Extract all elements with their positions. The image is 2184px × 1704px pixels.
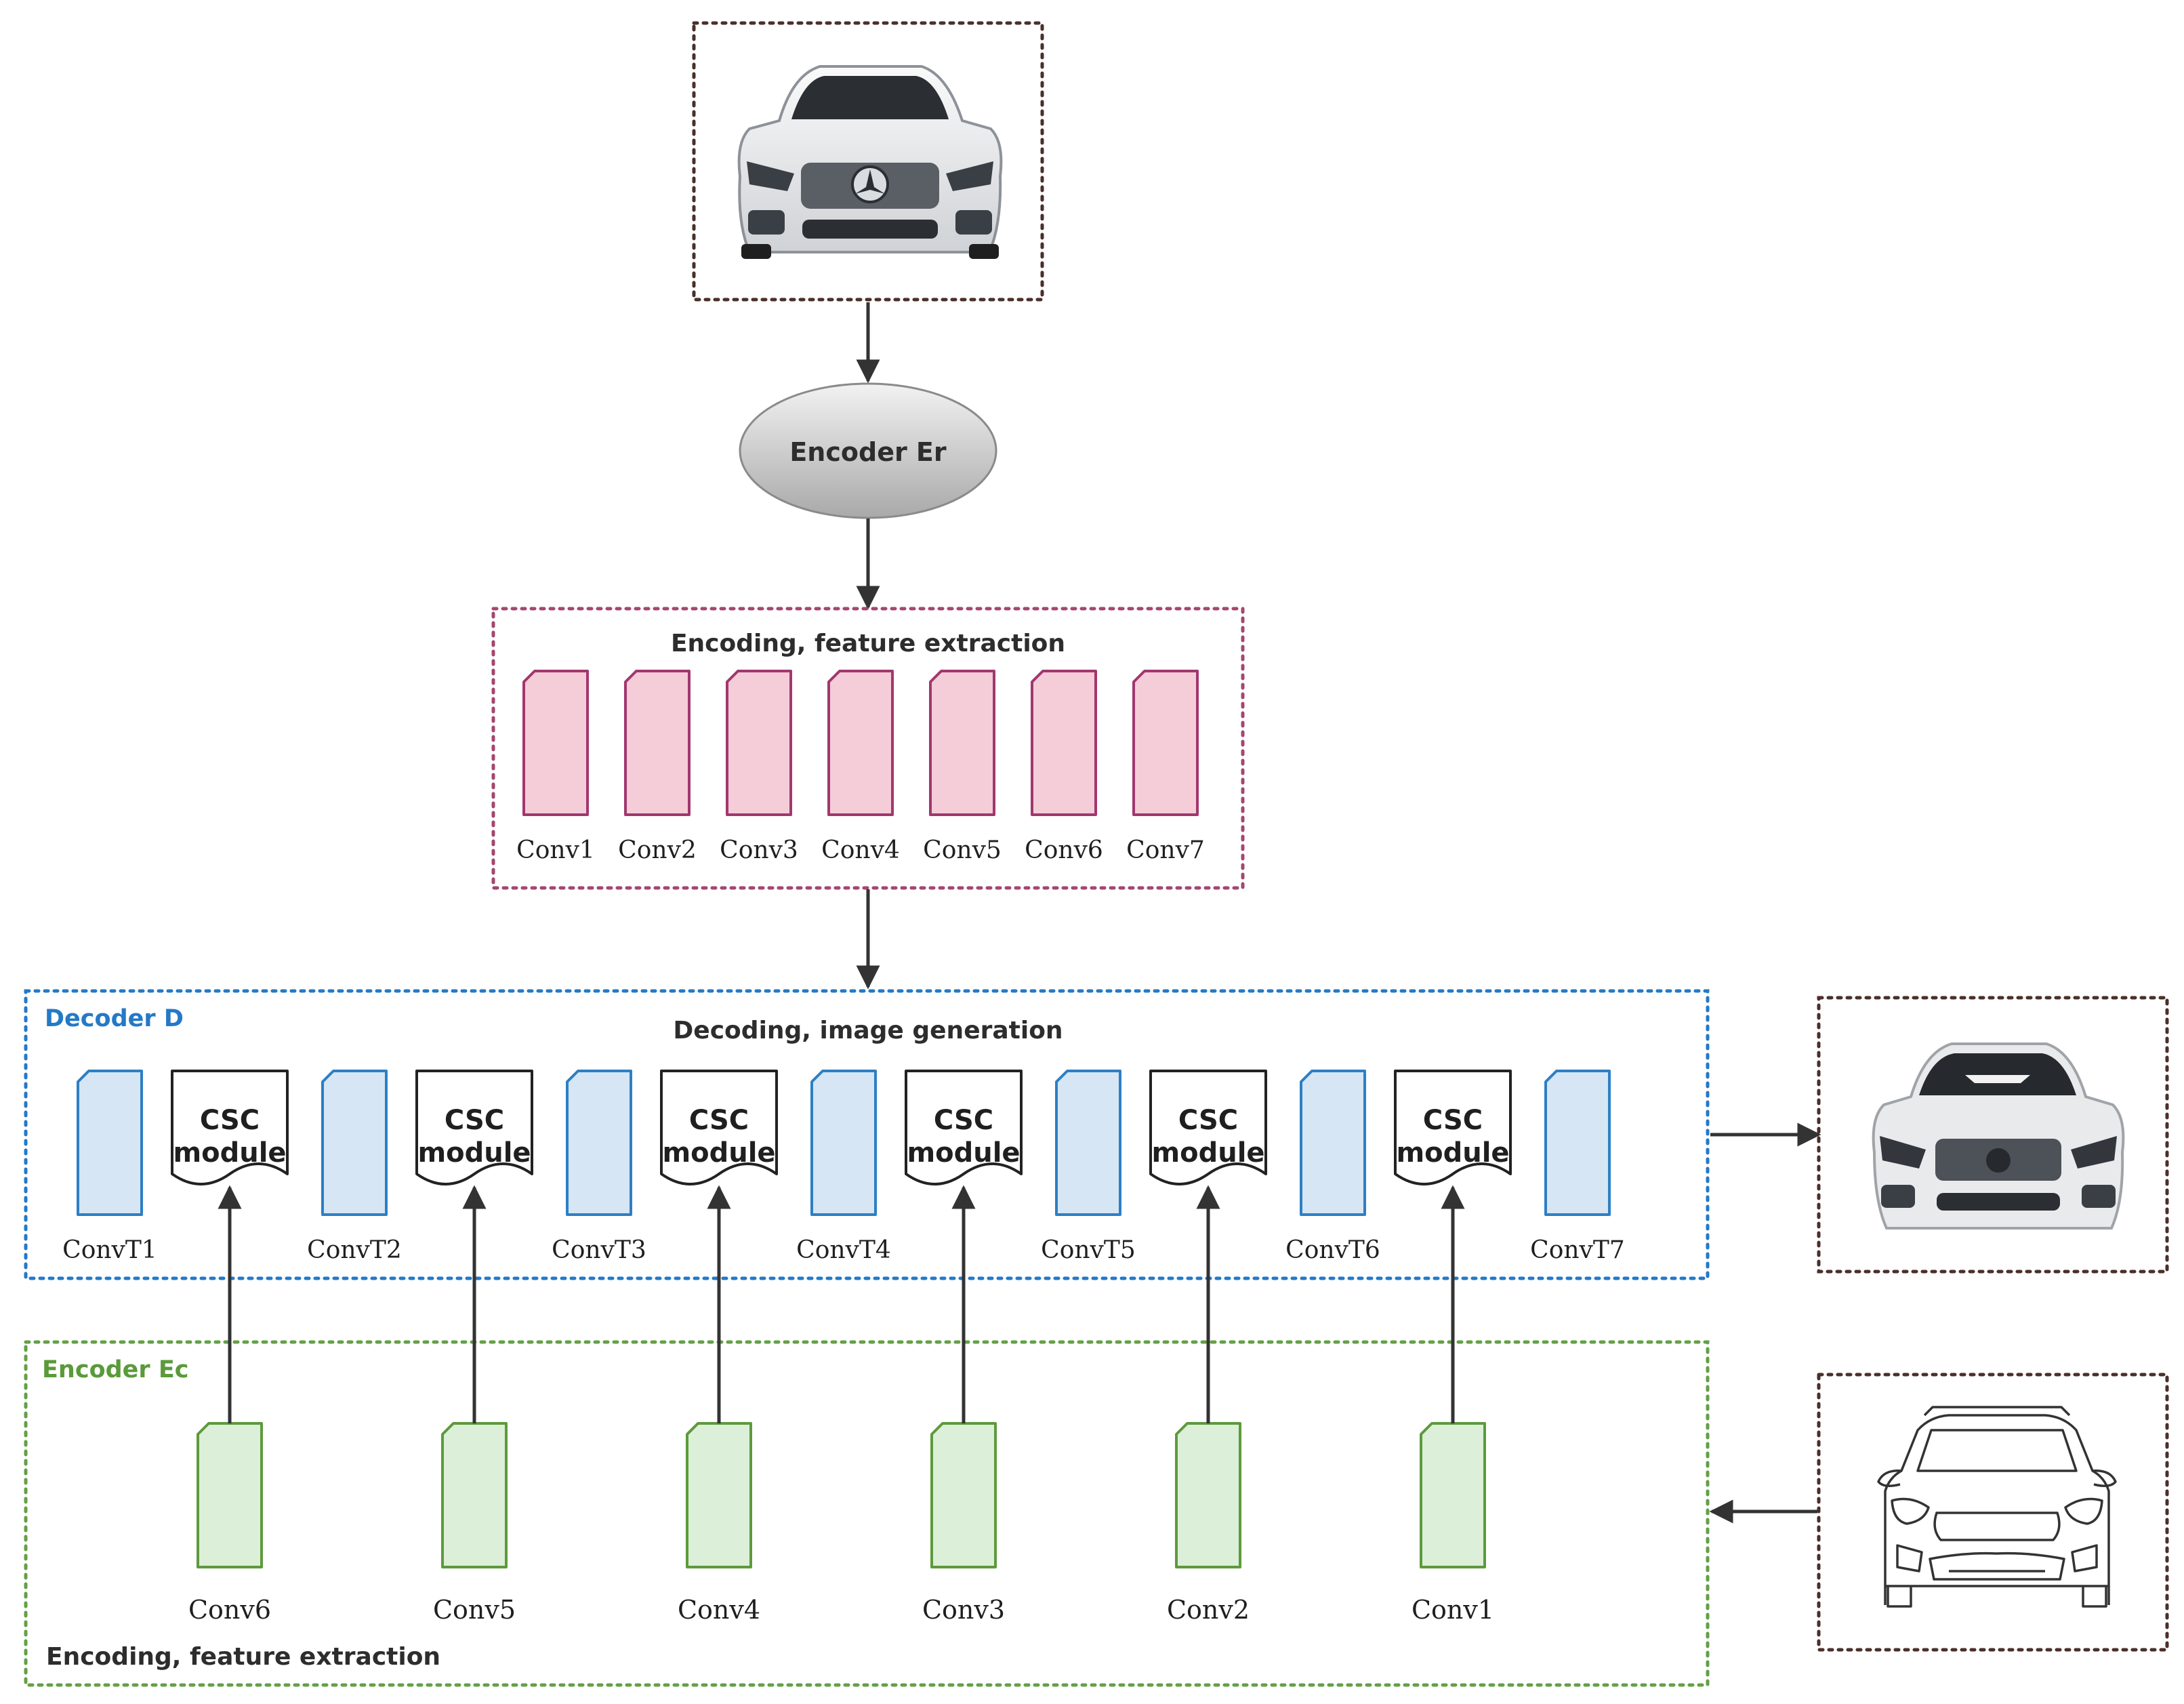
encoder-er-conv-card <box>726 670 792 816</box>
encoder-ec-conv-layers: Conv6 Conv5 Conv4 Conv3 Conv2 Conv1 <box>188 1422 1494 1625</box>
output-image-frame <box>1817 996 2169 1274</box>
encoder-ec-conv-card <box>686 1422 752 1568</box>
encoder-er-conv-label: Conv3 <box>720 836 798 864</box>
csc-module-shape <box>660 1070 778 1185</box>
csc-module-shape <box>171 1070 289 1185</box>
encoder-ec-conv-card <box>197 1422 263 1568</box>
csc-module-label-line1: CSC <box>689 1105 749 1136</box>
encoder-ec-conv-label: Conv2 <box>1167 1595 1250 1625</box>
skip-connection-arrows <box>218 1185 1465 1423</box>
encoder-er-conv-card <box>827 670 894 816</box>
encoder-ec-footer: Encoding, feature extraction <box>46 1643 440 1671</box>
encoder-ec-conv-label: Conv5 <box>433 1595 516 1625</box>
csc-module-label-line2: module <box>1151 1137 1264 1169</box>
encoder-er-conv-label: Conv7 <box>1126 836 1205 864</box>
top-input-image-frame <box>692 21 1044 302</box>
decoder-convt-card <box>1544 1070 1611 1216</box>
decoder-convt-card <box>1055 1070 1121 1216</box>
encoder-ec-name: Encoder Ec <box>42 1356 189 1383</box>
encoder-er-conv-card <box>1031 670 1097 816</box>
decoder-convt-card <box>321 1070 388 1216</box>
encoder-er-conv-card <box>929 670 995 816</box>
csc-module-shape <box>415 1070 533 1185</box>
car-sketch-outline-icon <box>1877 1406 2117 1608</box>
decoder-convt-layers: ConvT1 ConvT2 ConvT3 ConvT4 ConvT5 ConvT6 Conv… <box>62 1070 1625 1264</box>
encoder-er-conv-card <box>522 670 589 816</box>
encoder-ec-conv-label: Conv4 <box>678 1595 760 1625</box>
csc-module-shape <box>1149 1070 1267 1185</box>
csc-module-label-line1: CSC <box>1423 1105 1483 1136</box>
csc-module-shape <box>1394 1070 1512 1185</box>
decoder-convt-label: ConvT7 <box>1530 1236 1625 1264</box>
csc-modules: CSCmoduleCSCmoduleCSCmoduleCSCmoduleCSCm… <box>171 1070 1512 1185</box>
csc-module-label-line2: module <box>1396 1137 1509 1169</box>
csc-module-label-line2: module <box>173 1137 286 1169</box>
decoder-convt-label: ConvT2 <box>307 1236 402 1264</box>
encoder-er-conv-label: Conv4 <box>821 836 900 864</box>
sketch-input-frame <box>1817 1373 2169 1652</box>
encoder-er-label: Encoder Er <box>789 437 947 467</box>
csc-module-shape <box>905 1070 1023 1185</box>
decoder-convt-label: ConvT4 <box>796 1236 891 1264</box>
csc-module-label-line1: CSC <box>934 1105 993 1136</box>
encoder-ec-box: Encoder Ec Encoding, feature extraction … <box>24 1340 1710 1687</box>
car-photo-front-view-icon <box>737 65 1003 259</box>
encoder-ec-conv-card <box>441 1422 508 1568</box>
decoder-name: Decoder D <box>45 1005 184 1032</box>
encoder-ec-conv-card <box>930 1422 997 1568</box>
decoder-convt-card <box>77 1070 143 1216</box>
decoder-convt-card <box>566 1070 632 1216</box>
csc-module-label-line1: CSC <box>1178 1105 1238 1136</box>
decoder-convt-card <box>810 1070 877 1216</box>
decoder-convt-label: ConvT6 <box>1285 1236 1380 1264</box>
feature-extraction-title: Encoding, feature extraction <box>671 630 1065 657</box>
decoder-convt-card <box>1300 1070 1366 1216</box>
csc-module-label-line2: module <box>907 1137 1020 1169</box>
csc-module-label-line2: module <box>662 1137 775 1169</box>
decoder-convt-label: ConvT5 <box>1041 1236 1136 1264</box>
decoder-title: Decoding, image generation <box>673 1017 1063 1044</box>
csc-module-label-line2: module <box>417 1137 531 1169</box>
encoder-er-conv-label: Conv6 <box>1025 836 1103 864</box>
decoder-box: Decoder D Decoding, image generation Con… <box>24 989 1710 1280</box>
encoder-ec-conv-card <box>1420 1422 1486 1568</box>
generated-car-photo-icon <box>1872 1042 2125 1230</box>
encoder-er-conv-label: Conv5 <box>923 836 1002 864</box>
encoder-ec-conv-card <box>1175 1422 1241 1568</box>
encoder-er-conv-label: Conv2 <box>618 836 697 864</box>
encoder-er-conv-layers: Conv1 Conv2 Conv3 Conv4 Conv5 Conv6 Conv7 <box>516 670 1205 864</box>
encoder-ec-conv-label: Conv3 <box>922 1595 1005 1625</box>
encoder-ec-conv-label: Conv6 <box>188 1595 271 1625</box>
decoder-convt-label: ConvT1 <box>62 1236 157 1264</box>
encoder-ec-conv-label: Conv1 <box>1412 1595 1494 1625</box>
decoder-convt-label: ConvT3 <box>552 1236 646 1264</box>
csc-module-label-line1: CSC <box>445 1105 504 1136</box>
encoder-er-node: Encoder Er <box>739 382 997 519</box>
encoder-er-conv-card <box>624 670 691 816</box>
encoder-er-conv-label: Conv1 <box>516 836 595 864</box>
csc-module-label-line1: CSC <box>200 1105 260 1136</box>
encoder-er-conv-card <box>1132 670 1199 816</box>
